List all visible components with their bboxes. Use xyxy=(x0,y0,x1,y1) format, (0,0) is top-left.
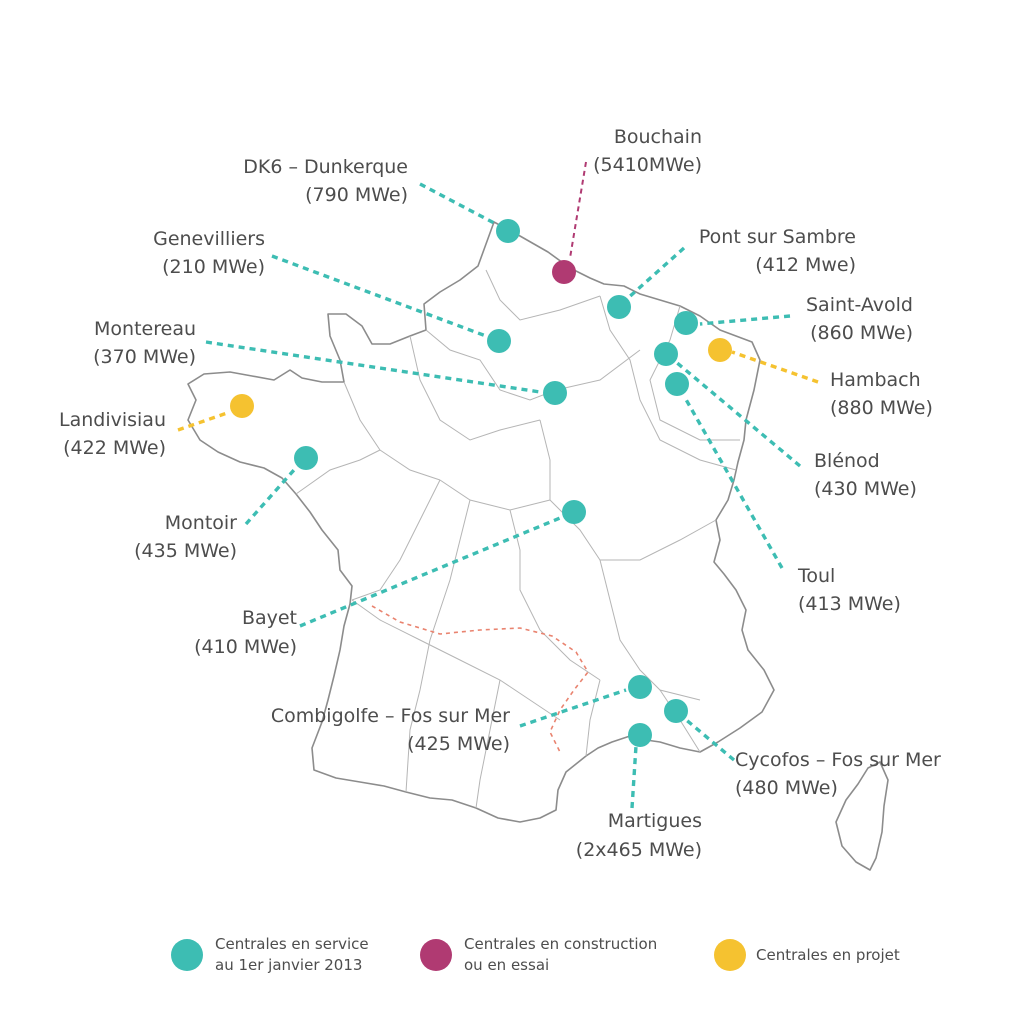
label-landivisiau-name: Landivisiau xyxy=(59,409,166,431)
label-landivisiau-capacity: (422 MWe) xyxy=(63,437,166,459)
legend-marker-construction xyxy=(420,939,452,971)
plant-labels: DK6 – Dunkerque (790 MWe) Bouchain (5410… xyxy=(59,126,941,861)
leader-pont-sur-sambre xyxy=(626,246,686,300)
leader-montereau xyxy=(205,340,541,394)
legend-construction-line1: Centrales en construction xyxy=(464,935,657,953)
label-montereau-name: Montereau xyxy=(94,318,196,340)
label-montereau-capacity: (370 MWe) xyxy=(93,346,196,368)
label-montoir-name: Montoir xyxy=(165,512,237,534)
label-blenod-capacity: (430 MWe) xyxy=(814,478,917,500)
marker-bouchain[interactable] xyxy=(552,260,576,284)
marker-montoir[interactable] xyxy=(294,446,318,470)
label-martigues-name: Martigues xyxy=(608,810,702,832)
plant-markers xyxy=(230,219,732,747)
label-cycofos-capacity: (480 MWe) xyxy=(735,777,838,799)
leader-lines xyxy=(177,161,819,809)
label-dk6-name: DK6 – Dunkerque xyxy=(243,156,408,178)
label-martigues-capacity: (2x465 MWe) xyxy=(576,839,702,861)
leader-hambach xyxy=(731,350,819,384)
marker-pont-sur-sambre[interactable] xyxy=(607,295,631,319)
label-bayet-name: Bayet xyxy=(242,607,297,629)
marker-landivisiau[interactable] xyxy=(230,394,254,418)
legend-in-service-line1: Centrales en service xyxy=(215,935,369,953)
leader-dk6 xyxy=(419,182,497,226)
leader-landivisiau xyxy=(177,410,231,432)
label-pont-sur-sambre-name: Pont sur Sambre xyxy=(699,226,856,248)
marker-hambach[interactable] xyxy=(708,338,732,362)
label-bayet-capacity: (410 MWe) xyxy=(194,636,297,658)
france-outline xyxy=(187,221,775,823)
leader-combigolfe xyxy=(519,688,627,728)
region-borders xyxy=(295,269,740,809)
marker-genevilliers[interactable] xyxy=(487,329,511,353)
label-saint-avold-capacity: (860 MWe) xyxy=(810,322,913,344)
leader-bayet xyxy=(299,516,561,628)
label-combigolfe-capacity: (425 MWe) xyxy=(407,733,510,755)
marker-cycofos[interactable] xyxy=(664,699,688,723)
marker-martigues[interactable] xyxy=(628,723,652,747)
legend: Centrales en service au 1er janvier 2013… xyxy=(171,935,900,974)
label-cycofos-name: Cycofos – Fos sur Mer xyxy=(735,749,941,771)
marker-toul[interactable] xyxy=(665,372,689,396)
marker-combigolfe[interactable] xyxy=(628,675,652,699)
legend-marker-project xyxy=(714,939,746,971)
label-blenod-name: Blénod xyxy=(814,450,880,472)
label-montoir-capacity: (435 MWe) xyxy=(134,540,237,562)
label-toul-capacity: (413 MWe) xyxy=(798,593,901,615)
label-genevilliers-name: Genevilliers xyxy=(153,228,265,250)
corsica-outline xyxy=(835,761,889,871)
leader-montoir xyxy=(244,468,296,526)
label-genevilliers-capacity: (210 MWe) xyxy=(162,256,265,278)
legend-in-service-line2: au 1er janvier 2013 xyxy=(215,956,362,974)
label-bouchain-name: Bouchain xyxy=(614,126,702,148)
marker-bayet[interactable] xyxy=(562,500,586,524)
leader-saint-avold xyxy=(699,314,791,326)
label-saint-avold-name: Saint-Avold xyxy=(806,294,913,316)
label-dk6-capacity: (790 MWe) xyxy=(305,184,408,206)
leader-blenod xyxy=(674,360,802,468)
marker-dk6[interactable] xyxy=(496,219,520,243)
marker-blenod[interactable] xyxy=(654,342,678,366)
legend-project-line1: Centrales en projet xyxy=(756,946,900,964)
gas-pipeline xyxy=(371,605,589,753)
legend-construction-line2: ou en essai xyxy=(464,956,549,974)
label-bouchain-capacity: (5410MWe) xyxy=(593,154,702,176)
leader-genevilliers xyxy=(271,254,487,338)
label-toul-name: Toul xyxy=(797,565,835,587)
leader-martigues xyxy=(630,745,638,809)
marker-saint-avold[interactable] xyxy=(674,311,698,335)
leader-bouchain xyxy=(569,161,587,259)
legend-marker-in-service xyxy=(171,939,203,971)
label-combigolfe-name: Combigolfe – Fos sur Mer xyxy=(271,705,510,727)
label-hambach-name: Hambach xyxy=(830,369,921,391)
label-hambach-capacity: (880 MWe) xyxy=(830,397,933,419)
marker-montereau[interactable] xyxy=(543,381,567,405)
label-pont-sur-sambre-capacity: (412 Mwe) xyxy=(755,254,856,276)
